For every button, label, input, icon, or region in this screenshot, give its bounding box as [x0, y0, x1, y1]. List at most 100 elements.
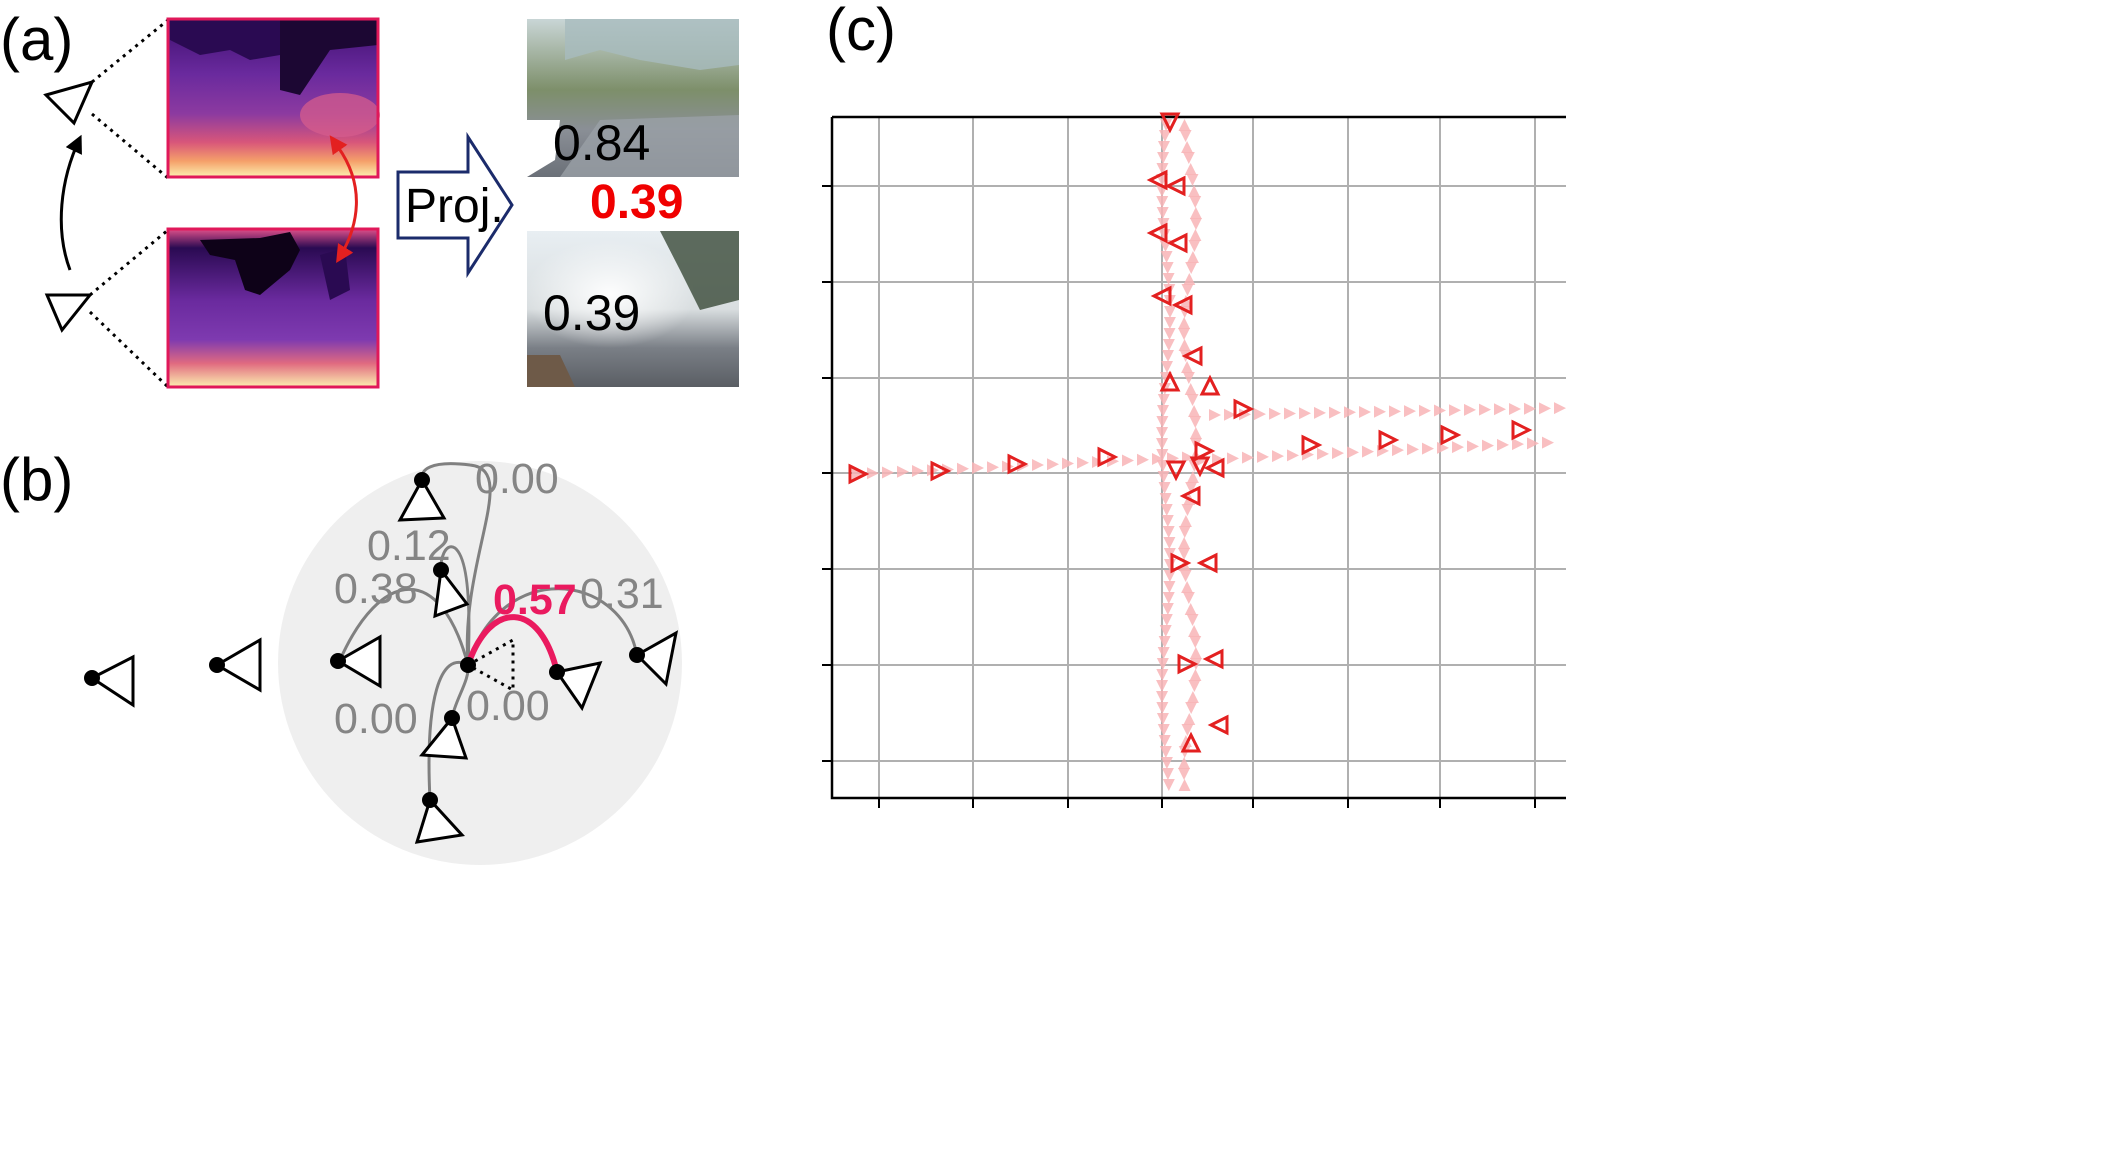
trajectory-point: [1152, 453, 1164, 465]
trajectory-point: [1077, 456, 1089, 469]
trajectory-point: [1467, 440, 1479, 453]
trajectory-point: [1189, 636, 1202, 648]
keyframe-marker: [1146, 222, 1168, 244]
panel-b-label: (b): [0, 446, 73, 513]
panel-c: (c): [822, 0, 1566, 808]
trajectory-point: [1419, 404, 1431, 417]
keyframe-marker: [1378, 429, 1400, 451]
trajectory-point: [1374, 405, 1386, 418]
trajectory-point: [1189, 416, 1202, 428]
trajectory-point: [1161, 768, 1174, 780]
trajectory-point: [1163, 306, 1176, 318]
trajectory-point: [1284, 407, 1296, 420]
trajectory-point: [1161, 603, 1174, 615]
trajectory-point: [1182, 372, 1195, 384]
trajectory-point: [1464, 403, 1476, 416]
trajectory-point: [1449, 404, 1461, 417]
trajectory-point: [1181, 141, 1194, 153]
depth-map-top: [166, 17, 380, 179]
trajectory-point: [1227, 452, 1239, 465]
trajectory-point: [1347, 446, 1359, 459]
current-frustum: [464, 637, 515, 693]
trajectory-point: [1163, 537, 1176, 549]
trajectory-point: [1482, 439, 1494, 452]
trajectory-point: [1157, 394, 1170, 406]
edge-weight-label: 0.38: [334, 565, 418, 613]
trajectory-point: [1189, 427, 1202, 439]
trajectory-point: [1189, 218, 1202, 230]
keyframe-marker: [1171, 294, 1193, 316]
trajectory-point: [1157, 724, 1170, 736]
keyframe-marker: [1194, 440, 1216, 462]
trajectory-point: [1162, 779, 1175, 791]
trajectory-point: [1160, 614, 1173, 626]
keyframe-marker: [1196, 552, 1218, 574]
edge-weight-label: 0.31: [580, 570, 664, 618]
trajectory-point: [1186, 691, 1199, 703]
trajectory-point: [1512, 438, 1524, 451]
trajectory-point: [1329, 406, 1341, 419]
trajectory-point: [1184, 383, 1197, 395]
camera-icon: [414, 797, 465, 844]
plot-axes: [830, 117, 1566, 800]
panel-b: (b): [0, 446, 682, 865]
trajectory-point: [972, 462, 984, 474]
trajectory-point: [1161, 262, 1174, 274]
trajectory-point: [1188, 625, 1201, 637]
edge-weight-label: 0.00: [334, 695, 418, 743]
camera-icon: [89, 654, 135, 708]
trajectory-point: [1239, 408, 1251, 421]
keyframe-marker: [1207, 714, 1229, 736]
trajectory-point: [1160, 757, 1173, 769]
keyframe-marker: [1150, 285, 1172, 307]
covisibility-neighborhood: [278, 461, 682, 865]
trajectory-point: [1163, 317, 1176, 329]
trajectory-point: [1156, 658, 1169, 670]
trajectory-point: [1184, 603, 1197, 615]
keyframe-marker: [1177, 653, 1199, 675]
keyframe-marker: [1146, 169, 1168, 191]
trajectory-point: [1178, 526, 1191, 538]
trajectory-point: [1163, 570, 1176, 582]
camera-nodes: [89, 476, 679, 844]
trajectory-point: [1186, 471, 1199, 483]
trajectory-point: [1434, 404, 1446, 417]
projected-image-top: 0.84: [527, 19, 739, 177]
trajectory-point: [1186, 394, 1199, 406]
trajectory-point: [1163, 328, 1176, 340]
keyframe-marker: [1159, 112, 1181, 134]
trajectory-point: [1539, 402, 1551, 415]
trajectory-point: [957, 462, 969, 475]
trajectory-point: [1242, 451, 1254, 464]
trajectory-point: [1178, 757, 1191, 769]
trajectory-point: [1407, 443, 1419, 456]
trajectory-point: [1156, 207, 1169, 219]
trajectory-point: [1224, 408, 1236, 421]
trajectory-point: [1158, 130, 1171, 142]
motion-arrow: [59, 134, 82, 271]
trajectory-point: [1189, 229, 1202, 241]
trajectory-point: [1158, 482, 1171, 494]
keyframe-marker: [848, 463, 870, 485]
trajectory-point: [1524, 402, 1536, 415]
trajectory-point: [1137, 453, 1149, 466]
keyframe-marker: [1180, 731, 1202, 753]
projected-image-bottom: 0.39: [515, 231, 739, 387]
trajectory-point: [1317, 447, 1329, 460]
trajectory-point: [1185, 702, 1198, 714]
trajectory-point: [1392, 444, 1404, 457]
trajectory-point: [1162, 592, 1175, 604]
trajectory-point: [1160, 361, 1173, 373]
trajectory-point: [1188, 680, 1201, 692]
trajectory-point: [1184, 163, 1197, 175]
trajectory-point: [1156, 163, 1169, 175]
keyframe-marker: [1203, 457, 1225, 479]
depth-map-bottom: [166, 227, 380, 389]
trajectory-point: [1178, 317, 1191, 329]
trajectory-point: [1157, 141, 1170, 153]
trajectory-point: [1156, 691, 1169, 703]
trajectory-point: [1178, 537, 1191, 549]
trajectory-point: [1189, 669, 1202, 681]
trajectory-point: [1186, 174, 1199, 186]
trajectory-point: [1389, 405, 1401, 418]
